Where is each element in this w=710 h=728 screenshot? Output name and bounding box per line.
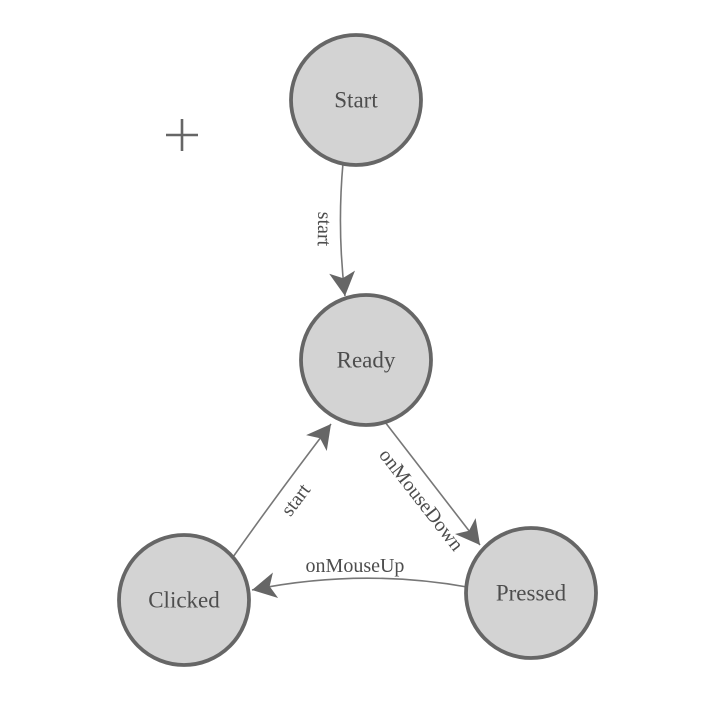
node-pressed: Pressed [464, 526, 598, 660]
node-start: Start [289, 33, 423, 167]
edge-pressed-to-clicked[interactable] [251, 572, 468, 598]
node-ready-label: Ready [337, 348, 396, 373]
node-start-label: Start [334, 88, 378, 113]
edge-label-start-to-ready: start [313, 212, 336, 247]
edge-ready-to-pressed[interactable] [384, 421, 481, 546]
node-pressed-circle[interactable] [464, 526, 598, 660]
node-start-circle[interactable] [289, 33, 423, 167]
node-clicked: Clicked [117, 533, 251, 667]
node-ready-circle[interactable] [299, 293, 433, 427]
plus-icon[interactable] [166, 119, 198, 151]
edge-start-to-ready[interactable] [329, 162, 356, 297]
edge-clicked-to-ready[interactable] [232, 423, 332, 558]
node-pressed-label: Pressed [496, 581, 567, 606]
node-clicked-label: Clicked [148, 588, 220, 613]
edge-label-clicked-to-ready: start [277, 479, 316, 520]
node-ready: Ready [299, 293, 433, 427]
node-clicked-circle[interactable] [117, 533, 251, 667]
edge-label-ready-to-pressed: onMouseDown [374, 445, 467, 556]
edge-label-pressed-to-clicked: onMouseUp [306, 555, 405, 577]
